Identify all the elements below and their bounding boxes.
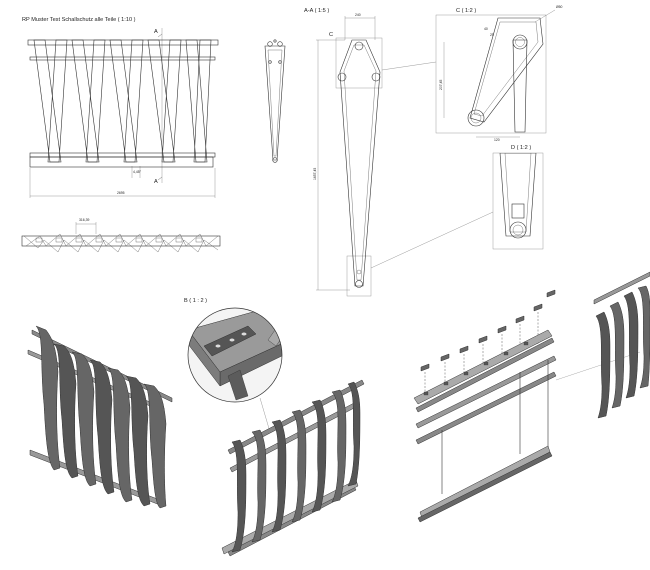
detail-c-label: C ( 1:2 ) <box>456 8 476 14</box>
iso-view-right-partial <box>593 271 650 419</box>
detail-c-dim-40: 40 <box>484 27 488 31</box>
front-view: A A 4,45° 2695 <box>27 28 219 198</box>
detail-c-dim-25: 25 <box>490 33 494 37</box>
section-aa: A-A ( 1:5 ) 240 1657,45 C <box>304 8 494 297</box>
section-marker-top: A <box>154 29 158 35</box>
detail-b-label: B ( 1 : 2 ) <box>184 298 207 304</box>
exploded-view <box>413 289 641 523</box>
overall-width-dim: 2695 <box>117 191 125 195</box>
detail-d-label: D ( 1:2 ) <box>511 145 531 151</box>
section-aa-label: A-A ( 1:5 ) <box>304 8 329 14</box>
detail-c: C ( 1:2 ) Ø50 40 25 207,45 120 <box>435 5 563 142</box>
section-top-width: 240 <box>355 13 361 17</box>
iso-view-center <box>221 379 365 557</box>
iso-view-left <box>27 325 173 509</box>
detail-c-vertical-dim: 207,45 <box>439 80 443 90</box>
detail-b: B ( 1 : 2 ) <box>184 298 283 433</box>
pitch-dim: 316,39 <box>79 218 89 222</box>
section-marker-bottom: A <box>154 179 158 185</box>
section-height-dim: 1657,45 <box>313 168 317 180</box>
angle-note: 4,45° <box>133 170 142 174</box>
detail-d: D ( 1:2 ) <box>492 145 544 250</box>
detail-c-horizontal-dim: 120 <box>494 138 500 142</box>
detail-c-ref: C <box>329 32 333 38</box>
plan-view: 316,39 <box>21 218 221 253</box>
detail-c-diameter: Ø50 <box>556 5 563 9</box>
front-slats <box>33 39 212 163</box>
sheet-title: RP Muster Test Schallschutz alle Teile (… <box>22 17 136 23</box>
side-profile <box>264 39 286 163</box>
